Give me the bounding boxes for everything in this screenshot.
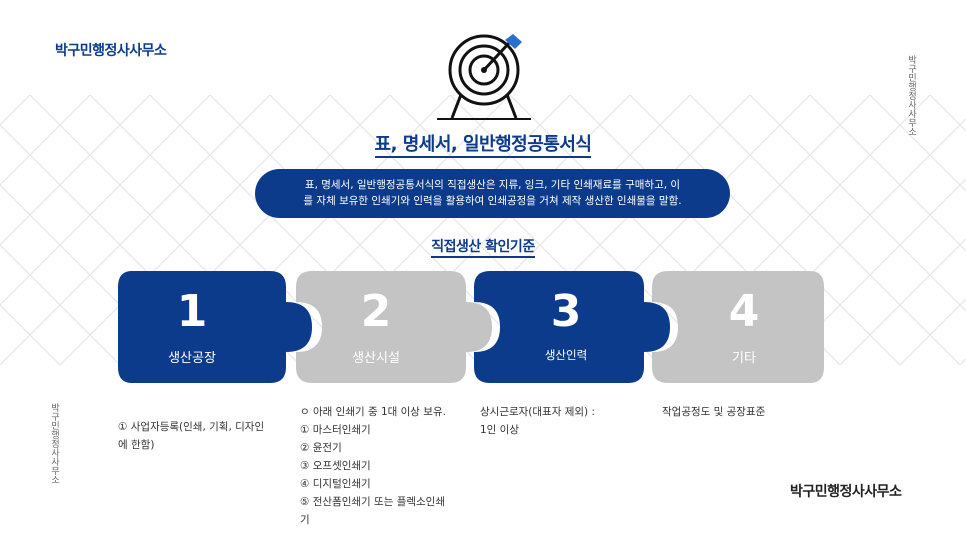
step-2-number: 2 <box>360 286 392 337</box>
brand-logo-top: 박구민행정사사무소 <box>55 43 167 59</box>
desc-line: ⑤ 전산폼인쇄기 또는 플렉소인쇄 <box>300 496 446 508</box>
definition-line-2: 를 자체 보유한 인쇄기와 인력을 활용하여 인쇄공정을 거쳐 제작 생산한 인… <box>303 195 682 207</box>
desc-line: ④ 디지털인쇄기 <box>300 478 371 490</box>
definition-line-1: 표, 명세서, 일반행정공통서식의 직접생산은 지류, 잉크, 기타 인쇄재료를… <box>304 179 681 191</box>
definition-box: 표, 명세서, 일반행정공통서식의 직접생산은 지류, 잉크, 기타 인쇄재료를… <box>255 169 730 218</box>
step-1-label: 생산공장 <box>168 351 216 366</box>
page-title: 표, 명세서, 일반행정공통서식 <box>0 130 966 158</box>
vertical-brand-right: 박구민행정사사무소 <box>906 55 916 136</box>
desc-step-4: 작업공정도 및 공장표준 <box>662 403 832 421</box>
step-2: 2 생산시설 <box>296 286 456 367</box>
desc-line: ① 사업자등록(인쇄, 기획, 디자인 <box>118 421 265 433</box>
desc-line: ② 윤전기 <box>300 442 342 454</box>
desc-line: ③ 오프셋인쇄기 <box>300 460 371 472</box>
vertical-brand-left: 박구민행정사사무소 <box>49 403 59 484</box>
desc-line: ① 마스터인쇄기 <box>300 424 371 436</box>
step-3-label: 생산인력 <box>544 348 588 362</box>
desc-line: 1인 이상 <box>480 424 519 436</box>
step-4: 4 기타 <box>664 286 824 367</box>
desc-line: ㅇ 아래 인쇄기 중 1대 이상 보유. <box>300 406 446 418</box>
step-2-label: 생산시설 <box>352 351 400 366</box>
step-shape-3 <box>474 271 670 383</box>
desc-step-1: ① 사업자등록(인쇄, 기획, 디자인 에 한함) <box>118 418 293 454</box>
step-4-label: 기타 <box>732 351 756 366</box>
step-shape-4 <box>652 271 824 383</box>
step-1-number: 1 <box>176 286 208 337</box>
desc-line: 기 <box>300 514 310 526</box>
target-arrow-icon <box>437 34 531 120</box>
step-shape-1 <box>118 271 312 383</box>
step-4-number: 4 <box>728 286 760 337</box>
step-1: 1 생산공장 <box>112 286 272 367</box>
brand-logo-bottom: 박구민행정사사무소 <box>790 484 902 500</box>
desc-line: 상시근로자(대표자 제외) : <box>480 406 596 418</box>
desc-line: 작업공정도 및 공장표준 <box>662 406 766 418</box>
step-3: 3 생산인력 <box>486 290 646 363</box>
step-shape-2 <box>296 271 492 383</box>
step-3-number: 3 <box>550 286 582 337</box>
desc-step-3: 상시근로자(대표자 제외) : 1인 이상 <box>480 403 640 439</box>
desc-step-2: ㅇ 아래 인쇄기 중 1대 이상 보유. ① 마스터인쇄기 ② 윤전기 ③ 오프… <box>300 403 480 529</box>
desc-line: 에 한함) <box>118 439 155 451</box>
criteria-subtitle: 직접생산 확인기준 <box>0 236 966 258</box>
